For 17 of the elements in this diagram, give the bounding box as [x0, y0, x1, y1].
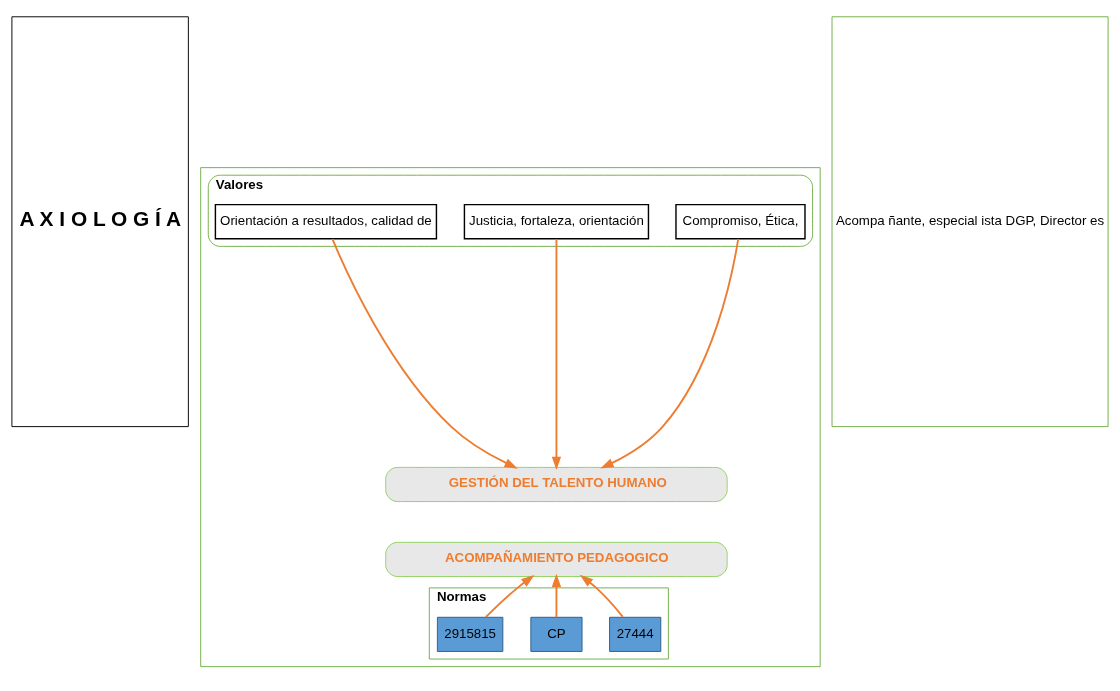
cluster: [200, 167, 821, 668]
node-box: GESTIÓN DEL TALENTO HUMANO: [385, 466, 728, 503]
node-box: 27444: [609, 616, 662, 652]
node-box: ACOMPAÑAMIENTO PEDAGOGICO: [385, 541, 728, 577]
node-box: Compromiso, Ética,: [675, 203, 806, 240]
node-box: Orientación a resultados, calidad de: [214, 203, 438, 240]
arrow: [579, 574, 624, 618]
node-box: CP: [530, 616, 583, 652]
arrow: [600, 238, 740, 469]
arrow: [331, 237, 518, 469]
arrow: [551, 238, 562, 471]
arrow: [484, 574, 535, 619]
node-box: A X I O L O G Í A: [11, 16, 189, 428]
node-box: 2915815: [436, 616, 504, 652]
node-box: Justicia, fortaleza, orientación: [463, 203, 650, 240]
arrow: [551, 573, 562, 619]
node-box: Acompa ñante, especial ista DGP, Director es: [831, 16, 1109, 428]
